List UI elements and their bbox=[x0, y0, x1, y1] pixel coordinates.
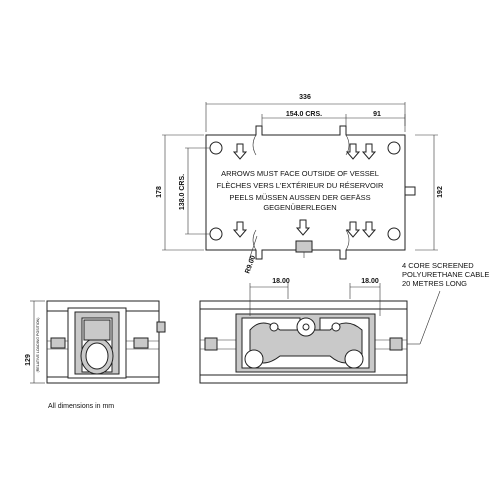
cable-gland bbox=[404, 186, 416, 196]
instruction-text-de-1: PEELS MÜSSEN AUSSEN DER GEFÄSS bbox=[229, 193, 370, 202]
cable-note-line-1: 4 CORE SCREENED bbox=[402, 261, 474, 270]
units-note: All dimensions in mm bbox=[48, 403, 114, 410]
down-arrow-icon bbox=[295, 219, 311, 236]
dim-height-with-cable: 192 bbox=[437, 186, 444, 198]
down-arrow-icon bbox=[345, 143, 361, 160]
bolt-hole bbox=[209, 141, 223, 155]
down-arrow-icon bbox=[232, 143, 248, 160]
instruction-text-de-2: GEGENÜBERLEGEN bbox=[263, 203, 336, 212]
dim-side-height: 129 bbox=[25, 354, 32, 366]
down-arrow-icon bbox=[345, 221, 361, 238]
dim-bolt-spacing-short: 138.0 CRS. bbox=[179, 174, 186, 210]
dim-overall-width: 178 bbox=[156, 186, 163, 198]
plan-connector bbox=[295, 240, 313, 253]
dim-radius: R9.00 bbox=[244, 255, 257, 275]
bolt-hole bbox=[387, 227, 401, 241]
instruction-text-fr: FLÈCHES VERS L'EXTÉRIEUR DU RÉSERVOIR bbox=[217, 181, 384, 190]
instruction-text-en: ARROWS MUST FACE OUTSIDE OF VESSEL bbox=[221, 169, 379, 178]
bolt-hole bbox=[209, 227, 223, 241]
cable-note-line-3: 20 METRES LONG bbox=[402, 279, 467, 288]
plan-view: ARROWS MUST FACE OUTSIDE OF VESSEL FLÈCH… bbox=[156, 94, 444, 275]
dim-slot-left: 18.00 bbox=[272, 278, 290, 285]
down-arrow-icon bbox=[361, 143, 377, 160]
dim-bolt-spacing-long: 154.0 CRS. bbox=[286, 111, 322, 118]
dim-slot-right: 18.00 bbox=[361, 278, 379, 285]
plate-outline bbox=[205, 125, 406, 260]
front-view: 18.00 18.00 bbox=[199, 278, 441, 384]
end-view: 129 (RELATIVE LOADING POSITION) bbox=[25, 300, 166, 384]
cable-note: 4 CORE SCREENED POLYURETHANE CABLE 20 ME… bbox=[402, 261, 489, 288]
bolt-hole bbox=[387, 141, 401, 155]
dim-overall-length: 336 bbox=[299, 94, 311, 101]
cable-note-line-2: POLYURETHANE CABLE bbox=[402, 270, 489, 279]
dim-side-height-note: (RELATIVE LOADING POSITION) bbox=[36, 318, 40, 373]
down-arrow-icon bbox=[232, 221, 248, 238]
down-arrow-icon bbox=[361, 221, 377, 238]
dim-end-offset: 91 bbox=[373, 111, 381, 118]
